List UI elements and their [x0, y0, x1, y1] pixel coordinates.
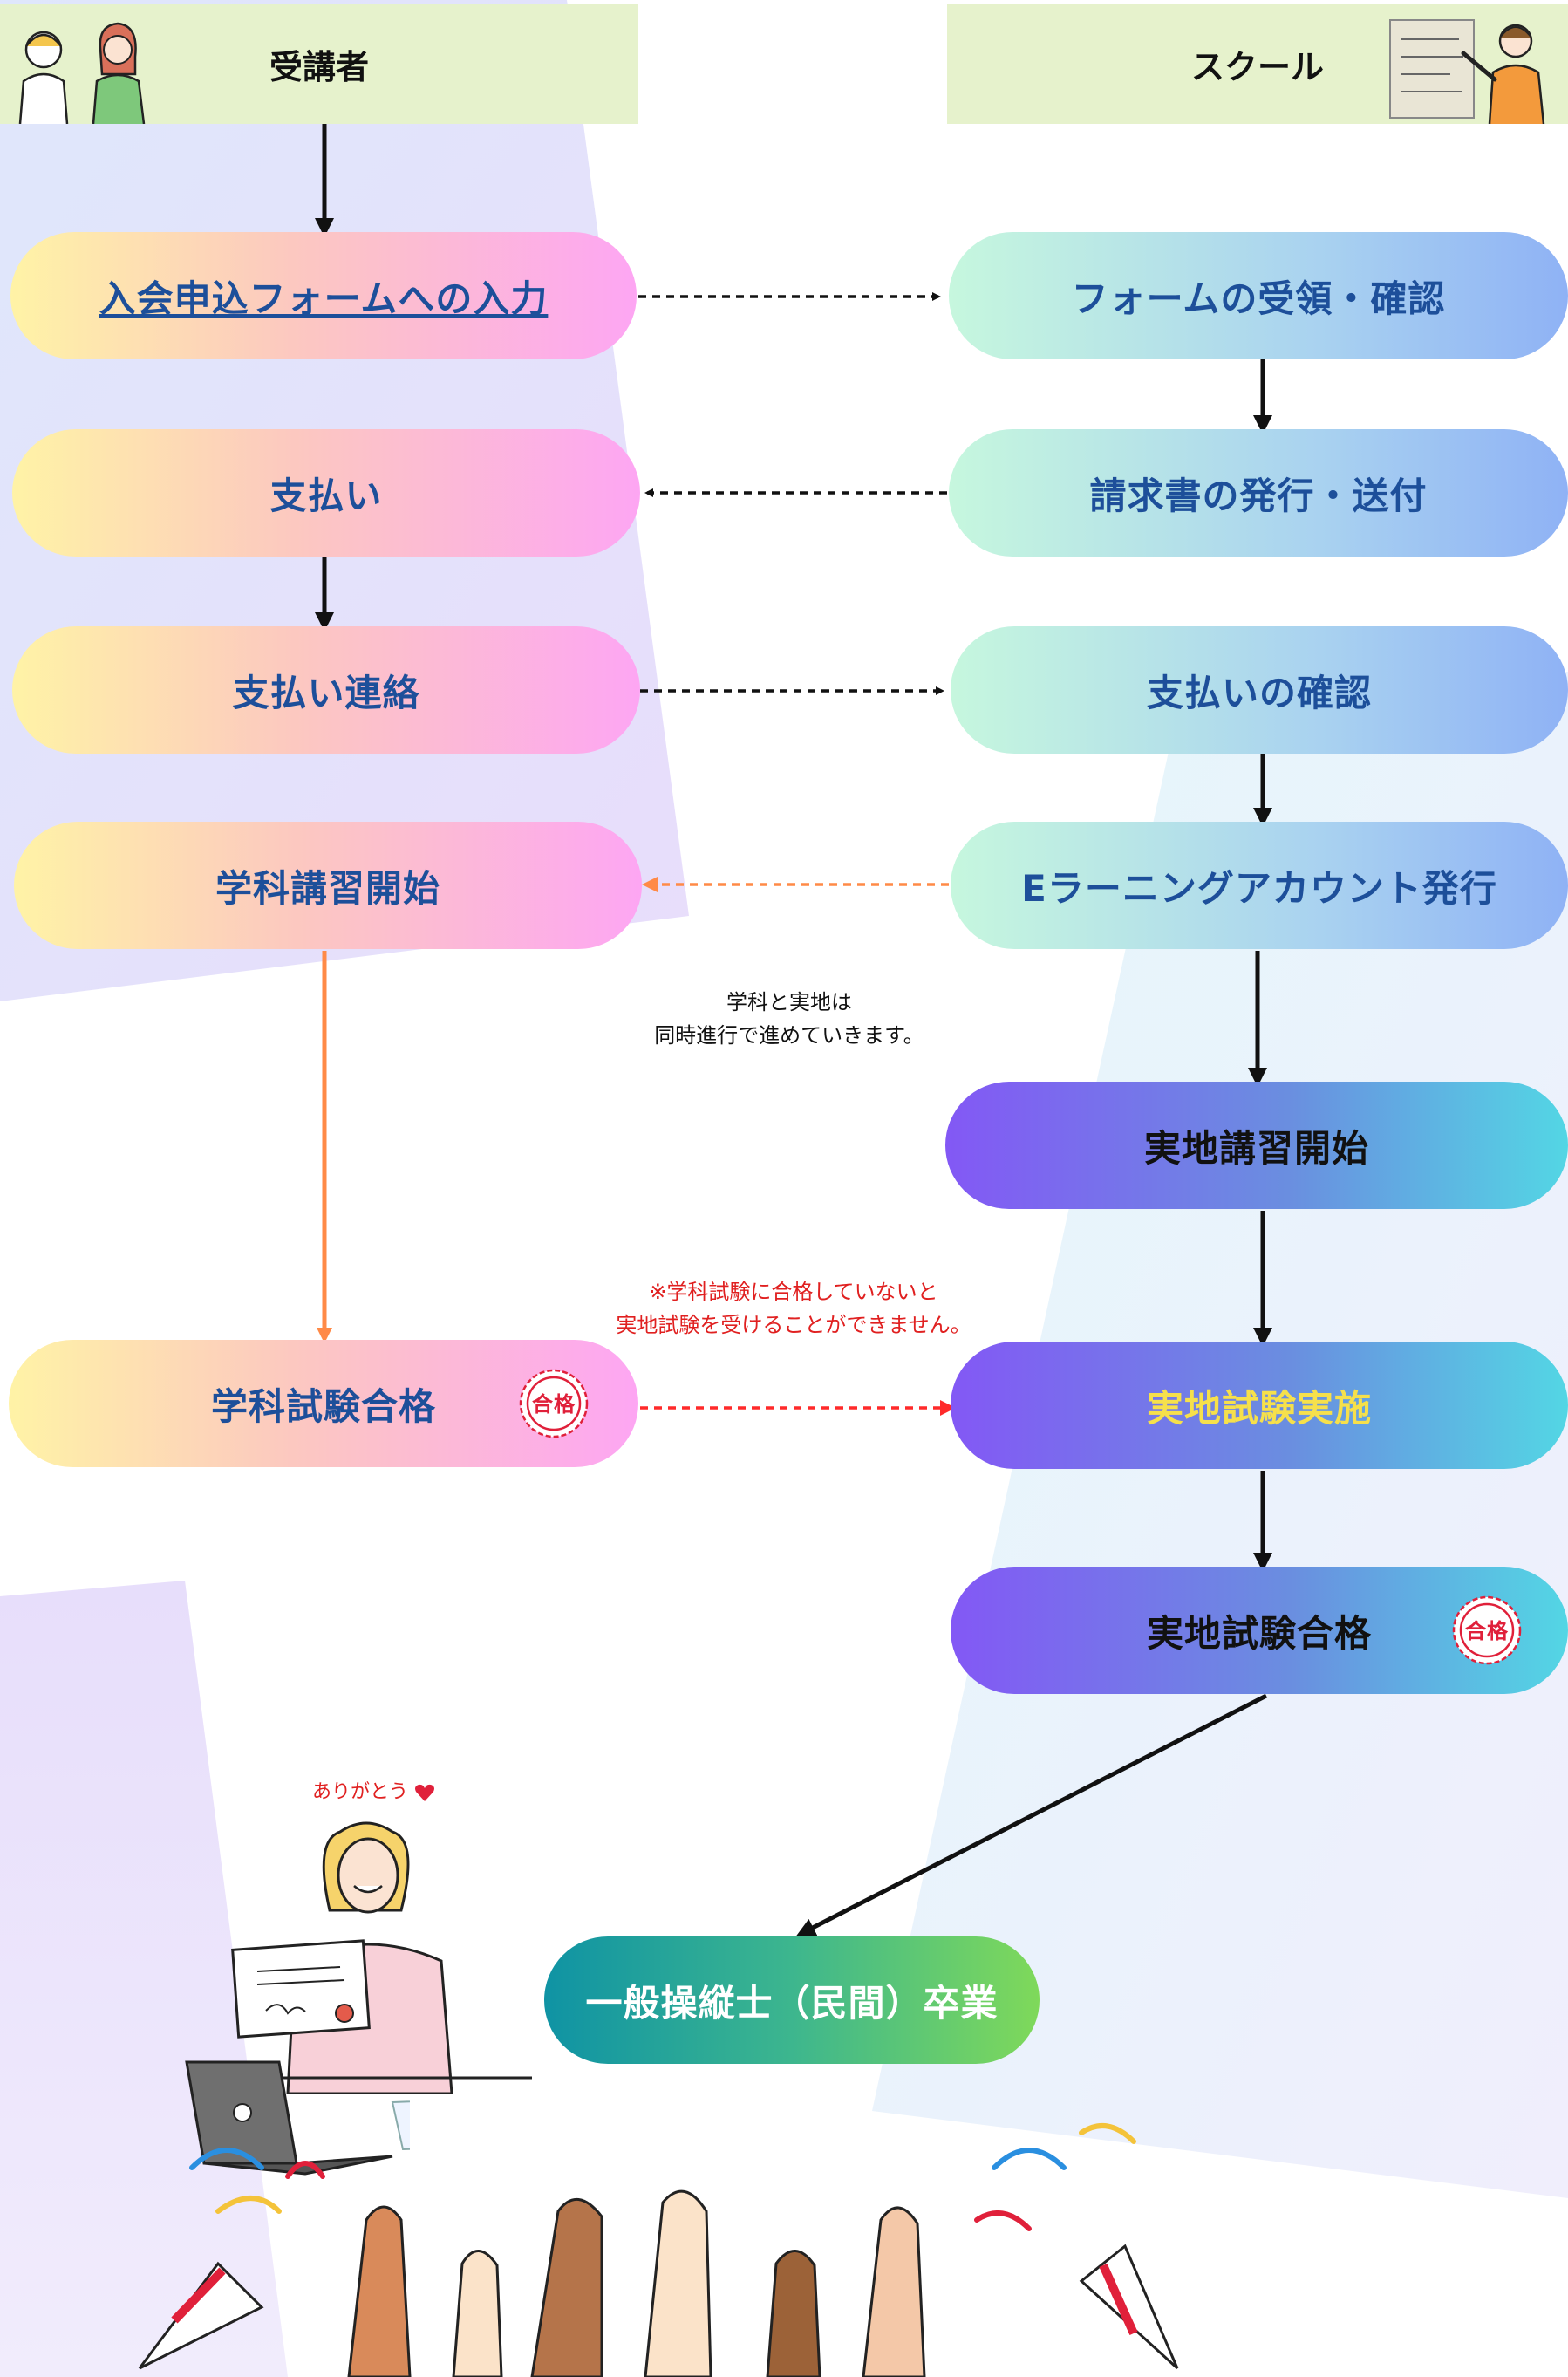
step-graduation: 一般操縦士（民間）卒業	[544, 1936, 1040, 2064]
warning-note-line2: 実地試験を受けることができません。	[616, 1313, 971, 1337]
seal-text: 合格	[532, 1391, 576, 1417]
warning-note-line1: ※学科試験に合格していないと	[649, 1280, 938, 1304]
form-input-link[interactable]: 入会申込フォームへの入力	[99, 277, 549, 320]
teacher-illustration	[1389, 19, 1545, 124]
parallel-note: 学科と実地は 同時進行で進めていきます。	[593, 986, 985, 1052]
thanks-text: ありがとう	[312, 1781, 409, 1803]
seal-text: 合格	[1465, 1618, 1509, 1643]
invoice-label: 請求書の発行・送付	[1089, 474, 1428, 517]
header-student-label: 受講者	[269, 48, 369, 86]
step-theory-start: 学科講習開始	[14, 822, 642, 949]
step-payment-confirm: 支払いの確認	[951, 626, 1568, 754]
clapping-hands-illustration	[138, 2123, 1179, 2377]
step-form-input[interactable]: 入会申込フォームへの入力	[10, 232, 637, 359]
party-popper-icon	[138, 2244, 1179, 2370]
header-student: 受講者	[0, 4, 638, 124]
step-form-receipt: フォームの受領・確認	[949, 232, 1568, 359]
theory-start-label: 学科講習開始	[215, 866, 440, 910]
step-elearning-account: Eラーニングアカウント発行	[951, 822, 1568, 949]
warning-note: ※学科試験に合格していないと 実地試験を受けることができません。	[567, 1275, 1020, 1342]
payment-notice-label: 支払い連絡	[232, 671, 420, 714]
pass-seal-icon: 合格	[519, 1369, 589, 1438]
heart-icon	[415, 1784, 435, 1801]
thanks-label: ありがとう	[312, 1776, 435, 1804]
form-receipt-label: フォームの受領・確認	[1071, 277, 1446, 320]
graduation-label: 一般操縦士（民間）卒業	[585, 1981, 999, 2025]
graduate-with-certificate-illustration	[192, 1821, 532, 2094]
header-school: スクール	[947, 4, 1568, 124]
step-theory-exam-pass: 学科試験合格 合格	[9, 1340, 638, 1467]
step-practical-exam-pass: 実地試験合格 合格	[951, 1567, 1568, 1694]
header-school-label: スクール	[1190, 48, 1324, 86]
elearning-account-label: Eラーニングアカウント発行	[1021, 866, 1497, 910]
student-avatars-illustration	[18, 22, 146, 124]
practical-exam-label: 実地試験実施	[1146, 1386, 1372, 1430]
step-payment-notice: 支払い連絡	[12, 626, 640, 754]
practical-exam-pass-label: 実地試験合格	[1146, 1611, 1372, 1655]
step-practical-start: 実地講習開始	[945, 1082, 1568, 1209]
parallel-note-line1: 学科と実地は	[726, 990, 852, 1014]
theory-exam-pass-label: 学科試験合格	[210, 1384, 436, 1428]
step-payment: 支払い	[12, 429, 640, 557]
arrow-pass-to-graduation	[795, 1693, 1268, 1936]
practical-start-label: 実地講習開始	[1143, 1126, 1369, 1170]
step-invoice: 請求書の発行・送付	[949, 429, 1568, 557]
pass-seal-icon: 合格	[1452, 1595, 1522, 1665]
parallel-note-line2: 同時進行で進めていきます。	[654, 1023, 924, 1048]
payment-label: 支払い	[269, 474, 383, 517]
step-practical-exam: 実地試験実施	[951, 1342, 1568, 1469]
payment-confirm-label: 支払いの確認	[1146, 671, 1372, 714]
